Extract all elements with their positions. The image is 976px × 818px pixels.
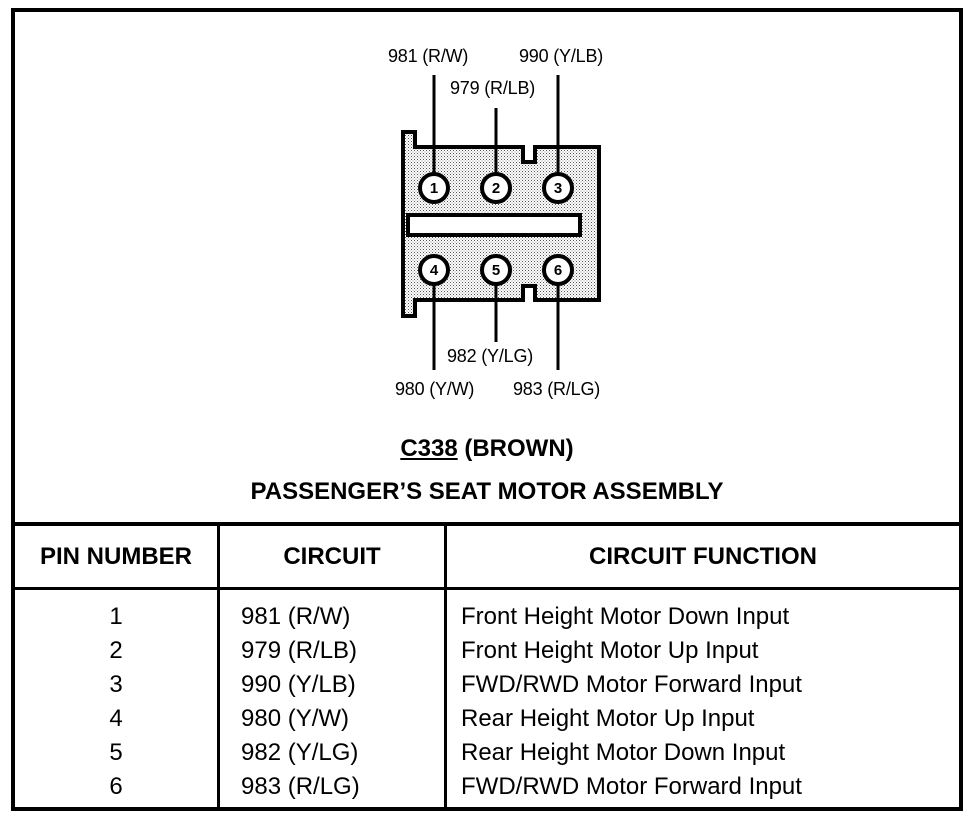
table-cell-circuit: 979 (R/LB) xyxy=(241,637,358,664)
header-pin-number: PIN NUMBER xyxy=(39,543,192,570)
pin-4-number: 4 xyxy=(430,262,439,279)
circuit-function-column: Front Height Motor Down Input Front Heig… xyxy=(461,602,956,806)
pin-1-number: 1 xyxy=(430,180,438,197)
table-cell-function: Front Height Motor Down Input xyxy=(461,603,790,630)
connector-diagram: 1 2 3 4 5 6 981 (R/W) 990 (Y/LB) 979 (R/… xyxy=(15,12,959,524)
table-cell-pin: 6 xyxy=(109,773,123,800)
table-cell-pin: 5 xyxy=(109,739,123,766)
circuit-column: 981 (R/W) 979 (R/LB) 990 (Y/LB) 980 (Y/W… xyxy=(241,602,441,806)
table-cell-pin: 1 xyxy=(109,603,123,630)
connector-id: C338 xyxy=(400,435,458,462)
pin-1-terminal xyxy=(418,172,450,204)
table-cell-pin: 2 xyxy=(109,637,123,664)
pin-2-terminal xyxy=(480,172,512,204)
table-cell-circuit: 981 (R/W) xyxy=(241,603,351,630)
pin-4-terminal xyxy=(418,254,450,286)
connector-title: C338 (BROWN) xyxy=(15,435,959,463)
table-cell-circuit: 983 (R/LG) xyxy=(241,773,360,800)
wire-label-pin-6: 983 (R/LG) xyxy=(513,379,601,399)
wire-label-pin-5: 982 (Y/LG) xyxy=(447,346,534,366)
table-cell-circuit: 990 (Y/LB) xyxy=(241,671,356,698)
table-cell-pin: 3 xyxy=(109,671,123,698)
table-cell-function: FWD/RWD Motor Forward Input xyxy=(461,671,802,698)
pin-3-number: 3 xyxy=(554,180,562,197)
table-cell-function: FWD/RWD Motor Forward Input xyxy=(461,773,802,800)
table-header-row: PIN NUMBER CIRCUIT CIRCUIT FUNCTION xyxy=(15,526,959,590)
wire-label-pin-3: 990 (Y/LB) xyxy=(519,46,604,66)
header-circuit: CIRCUIT xyxy=(283,543,381,570)
table-cell-function: Rear Height Motor Down Input xyxy=(461,739,786,766)
connector-face-drawing: 1 2 3 4 5 6 xyxy=(401,75,601,370)
column-divider xyxy=(444,526,447,811)
pinout-table: PIN NUMBER CIRCUIT CIRCUIT FUNCTION 1 2 … xyxy=(15,522,959,811)
table-cell-circuit: 980 (Y/W) xyxy=(241,705,350,732)
pin-6-terminal xyxy=(542,254,574,286)
connector-key-slot xyxy=(406,213,582,237)
diagram-frame: 1 2 3 4 5 6 981 (R/W) 990 (Y/LB) 979 (R/… xyxy=(11,8,963,811)
pin-5-number: 5 xyxy=(492,262,500,279)
header-circuit-function: CIRCUIT FUNCTION xyxy=(589,543,817,570)
wire-label-pin-1: 981 (R/W) xyxy=(388,46,469,66)
pin-6-number: 6 xyxy=(554,262,562,279)
table-cell-circuit: 982 (Y/LG) xyxy=(241,739,359,766)
pin-3-terminal xyxy=(542,172,574,204)
pin-5-terminal xyxy=(480,254,512,286)
wire-label-pin-4: 980 (Y/W) xyxy=(395,379,475,399)
wire-label-pin-2: 979 (R/LB) xyxy=(450,78,536,98)
pin-2-number: 2 xyxy=(492,180,500,197)
table-cell-function: Front Height Motor Up Input xyxy=(461,637,759,664)
pin-number-column: 1 2 3 4 5 6 xyxy=(15,602,217,806)
connector-color: (BROWN) xyxy=(464,435,574,462)
assembly-title: PASSENGER’S SEAT MOTOR ASSEMBLY xyxy=(250,478,724,505)
column-divider xyxy=(217,526,220,811)
table-cell-function: Rear Height Motor Up Input xyxy=(461,705,755,732)
table-cell-pin: 4 xyxy=(109,705,123,732)
